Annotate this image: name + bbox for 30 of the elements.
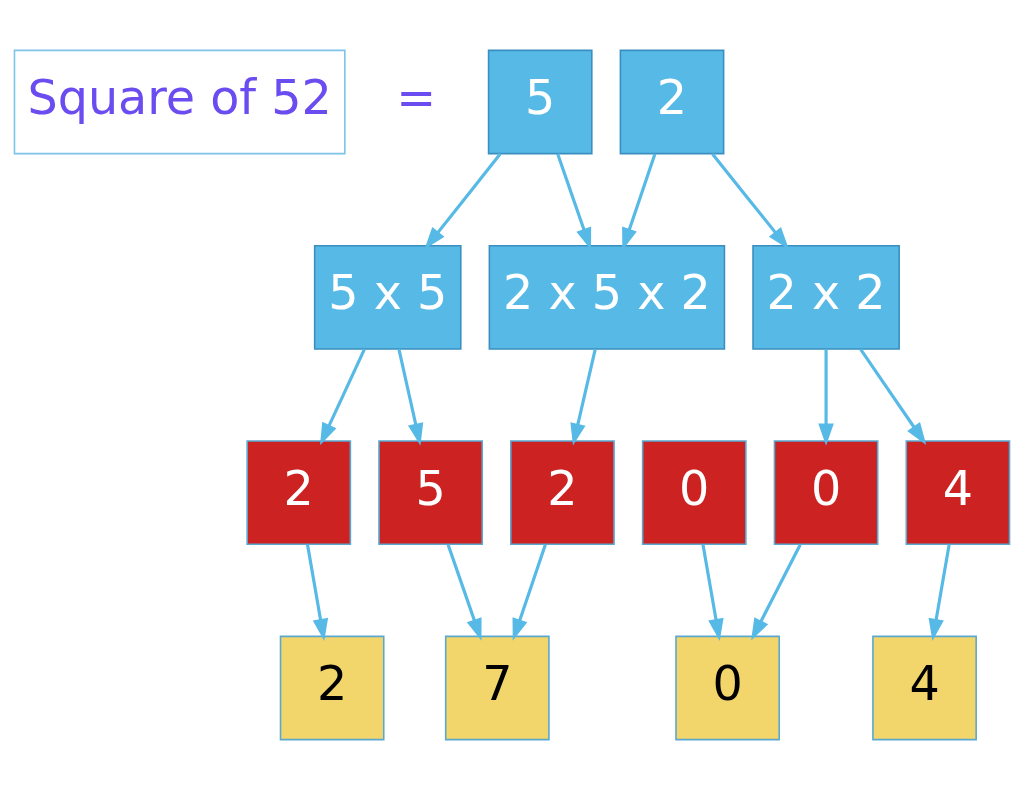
arrow [512,544,547,641]
node-box: 0 [675,635,780,741]
node-box: 7 [444,635,550,741]
node-box: 2 [510,440,615,546]
node-box: 4 [872,635,977,741]
arrow [751,544,802,641]
node-box: 2 [246,440,352,546]
node-box: 2 x 2 [752,244,900,350]
arrow [711,153,789,250]
node-box: Square of 52 [13,49,346,155]
arrow [319,348,366,446]
node-box: 5 [487,49,593,155]
node-box: 2 [279,635,385,741]
arrow [446,544,482,641]
arrow [818,349,834,446]
label: = [396,69,437,125]
node-box: 0 [641,440,747,546]
arrow [306,544,329,641]
arrow [424,153,502,250]
node-box: 0 [773,440,879,546]
node-box: 2 [619,49,725,155]
arrow [859,348,927,445]
node-box: 2 x 5 x 2 [488,244,726,350]
node-box: 5 [378,440,483,546]
node-box: 4 [905,440,1011,546]
arrow [397,349,424,446]
arrow [928,544,951,641]
arrow [570,349,597,446]
node-box: 5 x 5 [313,244,462,350]
arrow [701,544,724,641]
